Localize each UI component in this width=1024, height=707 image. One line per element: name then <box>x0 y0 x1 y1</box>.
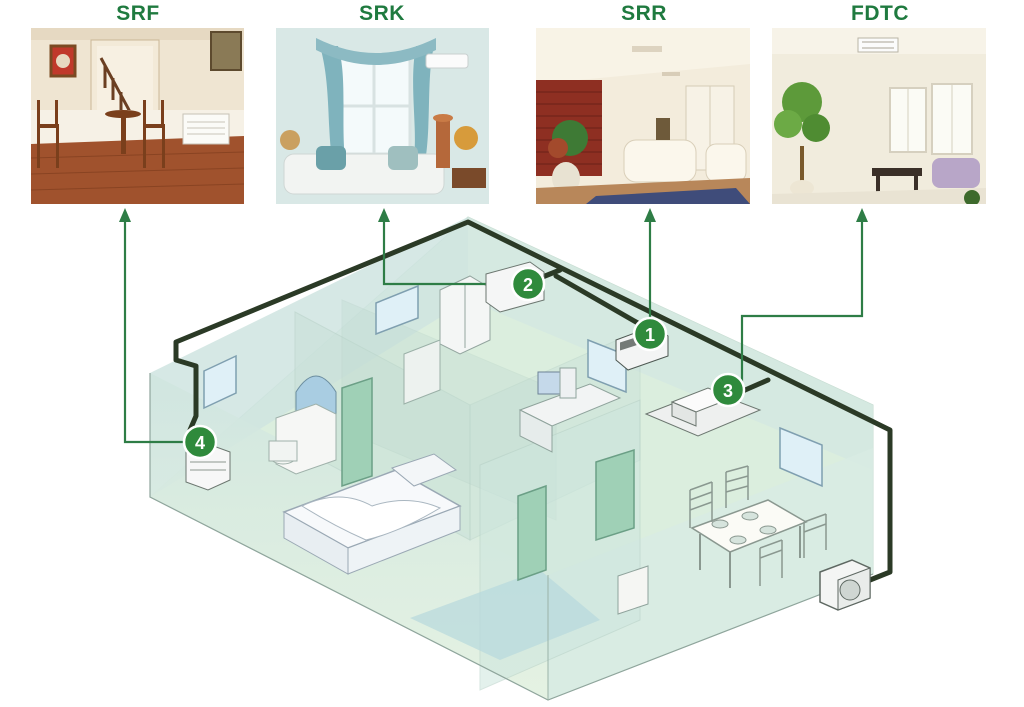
kitchen-cabinet-icon <box>617 565 649 615</box>
unit-badge-number: 1 <box>645 325 655 345</box>
shelf-icon <box>403 339 441 405</box>
door-icon <box>341 376 635 582</box>
unit-title-srk: SRK <box>359 2 405 25</box>
wall-right <box>548 448 873 700</box>
unit-title-srr: SRR <box>621 2 667 25</box>
unit-badge-number: 4 <box>195 433 205 453</box>
photo-srr-room <box>536 28 750 204</box>
photo-srf-room <box>31 28 244 204</box>
photo-fdtc-room <box>772 28 986 204</box>
outdoor-unit-icon <box>819 559 871 611</box>
wardrobe-icon <box>439 275 491 355</box>
house-outline <box>149 373 874 701</box>
unit-badge-number: 3 <box>723 381 733 401</box>
computer-desk-icon <box>518 367 622 453</box>
unit-badge-srk: 2 <box>510 266 546 302</box>
unit-badge-srf: 4 <box>182 424 218 460</box>
arrow-up-icon <box>119 208 868 222</box>
unit-badge-srr: 1 <box>632 316 668 352</box>
unit-title-fdtc: FDTC <box>851 2 909 25</box>
refrigerant-pipe <box>173 219 893 583</box>
wall-back-right <box>468 217 873 470</box>
unit-badge-number: 2 <box>523 275 533 295</box>
unit-badge-fdtc: 3 <box>710 372 746 408</box>
photo-srk-room <box>276 28 489 204</box>
bed-icon <box>282 453 462 575</box>
unit-title-srf: SRF <box>116 2 160 25</box>
bathroom-floor <box>410 570 600 660</box>
dining-chair-icon <box>689 465 827 586</box>
